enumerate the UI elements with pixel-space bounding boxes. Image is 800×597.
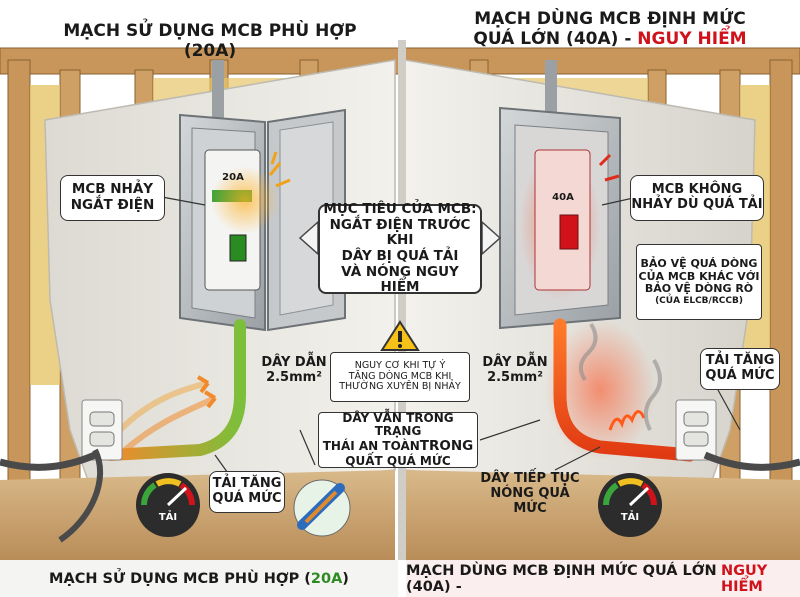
left-mcb-callout: MCB NHẢY NGẮT ĐIỆN <box>60 175 165 221</box>
center-goal-line3: DÂY BỊ QUÁ TẢI <box>341 248 459 264</box>
left-load-gauge-dial <box>136 473 200 537</box>
left-wire-label-line1: DÂY DẪN <box>261 355 327 370</box>
protection-note-line2: CỦA MCB KHÁC VỚI <box>638 269 760 283</box>
right-footer-prefix: MẠCH DÙNG MCB ĐỊNH MỨC QUÁ LỚN (40A) - <box>406 562 717 595</box>
wire-state-line1: DÂY VẪN TRONG TRẠNG <box>342 410 454 439</box>
left-mcb-callout-line1: MCB NHẢY <box>71 181 154 198</box>
left-load-callout-line1: TẢI TĂNG <box>212 476 282 492</box>
protection-note-line4: (CỦA ELCB/RCCB) <box>655 295 743 306</box>
protection-note-line3: BẢO VỆ DÒNG RÒ <box>644 282 754 296</box>
wire-state-line3: QUẤT QUÁ MỨC <box>345 453 451 468</box>
left-gauge-label: TẢI <box>158 512 178 523</box>
left-wire-label-line2: 2.5mm² <box>266 369 322 385</box>
right-load-gauge-dial <box>598 473 662 537</box>
right-footer: MẠCH DÙNG MCB ĐỊNH MỨC QUÁ LỚN (40A) - N… <box>406 560 800 597</box>
left-footer-highlight: 20A <box>310 570 343 587</box>
warning-line1: NGUY CƠ KHI TỰ Ý <box>354 359 446 371</box>
wire-cross-section <box>293 479 351 537</box>
center-goal-line4: VÀ NÓNG NGUY HIỂM <box>341 263 459 296</box>
right-load-callout-line2: QUÁ MỨC <box>705 368 775 383</box>
right-breaker-rating: 40A <box>552 192 574 203</box>
right-mcb-callout-line1: MCB KHÔNG <box>651 182 743 198</box>
right-breaker-panel <box>499 60 621 330</box>
wire-state-callout: DÂY VẪN TRONG TRẠNG THÁI AN TOÀNTRONG QU… <box>318 410 478 468</box>
right-outlet <box>675 399 717 461</box>
right-overheat-line2: NÓNG QUÁ MỨC <box>490 485 570 516</box>
wire-state-line2: THÁI AN TOÀNTRONG <box>322 438 474 455</box>
right-gauge-label: TẢI <box>620 512 640 523</box>
right-title-line2: QUÁ LỚN (40A) - NGUY HIỂM <box>440 28 780 50</box>
warning-line2: TĂNG DÒNG MCB KHI <box>348 370 452 382</box>
wire-state-line2-b: TRONG <box>419 438 474 455</box>
wire-state-line2-a: THÁI AN TOÀN <box>322 439 420 454</box>
right-title: MẠCH DÙNG MCB ĐỊNH MỨC QUÁ LỚN (40A) - N… <box>440 9 780 50</box>
left-load-callout: TẢI TĂNG QUÁ MỨC <box>209 471 285 513</box>
right-wire-label-line2: 2.5mm² <box>487 369 543 385</box>
protection-note-line1: BẢO VỆ QUÁ DÒNG <box>640 256 758 270</box>
warning-line3: THƯỜNG XUYÊN BỊ NHẢY <box>339 381 461 393</box>
right-mcb-callout-line2: NHẢY DÙ QUÁ TẢI <box>631 197 763 212</box>
center-goal-line1: MỤC TIÊU CỦA MCB: <box>323 201 477 218</box>
left-wire <box>104 319 246 461</box>
left-footer: MẠCH SỬ DỤNG MCB PHÙ HỢP (20A) <box>0 560 398 597</box>
left-wire-label: DÂY DẪN 2.5mm² <box>254 355 334 386</box>
right-wire <box>545 318 697 462</box>
protection-note-callout: BẢO VỆ QUÁ DÒNG CỦA MCB KHÁC VỚI BẢO VỆ … <box>636 244 762 320</box>
right-wire-label: DÂY DẪN 2.5mm² <box>475 355 555 386</box>
left-breaker-rating: 20A <box>222 172 244 183</box>
warning-callout: NGUY CƠ KHI TỰ Ý TĂNG DÒNG MCB KHI THƯỜN… <box>330 352 470 402</box>
left-title: MẠCH SỬ DỤNG MCB PHÙ HỢP (20A) <box>63 21 357 61</box>
right-overheat-line1: DÂY TIẾP TỤC <box>480 471 580 486</box>
center-goal-callout: MỤC TIÊU CỦA MCB: NGẮT ĐIỆN TRƯỚC KHI DÂ… <box>318 201 482 296</box>
right-footer-highlight: NGUY HIỂM <box>720 562 768 595</box>
right-title-line1: MẠCH DÙNG MCB ĐỊNH MỨC <box>474 9 746 29</box>
left-load-callout-line2: QUÁ MỨC <box>212 491 282 506</box>
right-overheat-label: DÂY TIẾP TỤC NÓNG QUÁ MỨC <box>475 471 585 517</box>
left-outlet <box>81 399 123 461</box>
warning-icon <box>380 320 420 351</box>
right-title-line2-prefix: QUÁ LỚN (40A) - <box>473 28 638 49</box>
right-title-danger: NGUY HIỂM <box>637 28 747 49</box>
right-load-callout-line1: TẢI TĂNG <box>705 353 775 369</box>
right-mcb-callout: MCB KHÔNG NHẢY DÙ QUÁ TẢI <box>630 175 764 221</box>
right-load-callout: TẢI TĂNG QUÁ MỨC <box>700 348 780 390</box>
left-mcb-callout-line2: NGẮT ĐIỆN <box>70 197 155 213</box>
center-goal-line2: NGẮT ĐIỆN TRƯỚC KHI <box>329 216 471 249</box>
right-wire-label-line1: DÂY DẪN <box>482 355 548 370</box>
left-footer-prefix: MẠCH SỬ DỤNG MCB PHÙ HỢP ( <box>49 570 311 587</box>
left-footer-suffix: ) <box>342 570 349 587</box>
